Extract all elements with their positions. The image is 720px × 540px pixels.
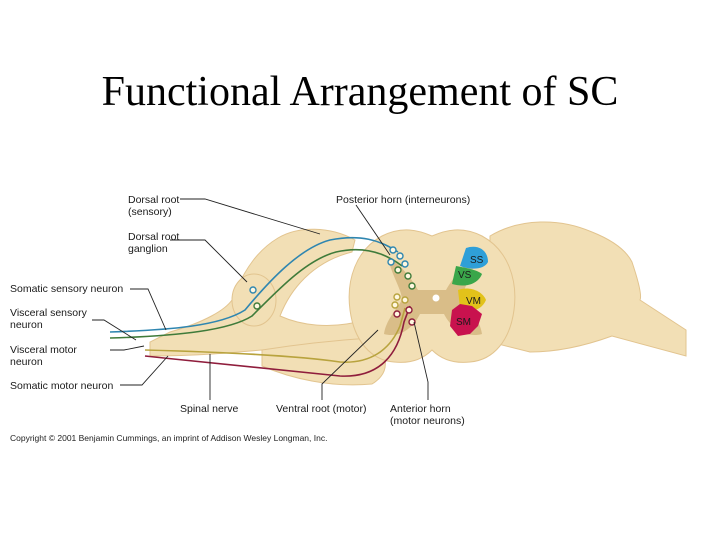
slide-title: Functional Arrangement of SC: [101, 69, 619, 115]
interneurons-posterior-horn: [387, 246, 416, 290]
motor-neurons-anterior-horn: [391, 293, 416, 326]
sm-zone: [450, 304, 482, 336]
label-visceral-sensory-neuron: Visceral sensory neuron: [10, 307, 90, 331]
label-posterior-horn: Posterior horn (interneurons): [336, 194, 470, 206]
zone-label-vs: VS: [458, 270, 472, 281]
zone-label-ss: SS: [470, 255, 484, 266]
label-spinal-nerve: Spinal nerve: [180, 403, 239, 415]
label-somatic-sensory-neuron: Somatic sensory neuron: [10, 283, 123, 295]
ventral-root: [261, 337, 386, 386]
copyright-notice: Copyright © 2001 Benjamin Cummings, an i…: [10, 433, 327, 443]
visceral-sensory-neuron-path: [109, 248, 403, 339]
visceral-motor-neuron-path: [144, 307, 406, 363]
somatic-motor-neuron-path: [144, 305, 411, 377]
somatic-sensory-neuron-path: [109, 236, 399, 333]
leader-lines: [92, 198, 429, 400]
vs-zone: [452, 266, 482, 286]
zone-label-vm: VM: [466, 296, 481, 307]
label-anterior-horn: Anterior horn (motor neurons): [390, 403, 465, 427]
ss-zone: [460, 246, 488, 269]
central-canal: [431, 293, 441, 303]
label-ventral-root: Ventral root (motor): [276, 403, 366, 415]
right-spinal-nerve: [489, 221, 687, 357]
ganglion-cell-bodies: [249, 286, 261, 310]
label-visceral-motor-neuron: Visceral motor neuron: [10, 344, 80, 368]
label-somatic-motor-neuron: Somatic motor neuron: [10, 380, 113, 392]
label-dorsal-root-ganglion: Dorsal root ganglion: [128, 231, 182, 255]
label-dorsal-root: Dorsal root (sensory): [128, 194, 182, 218]
zone-label-sm: SM: [456, 317, 471, 328]
